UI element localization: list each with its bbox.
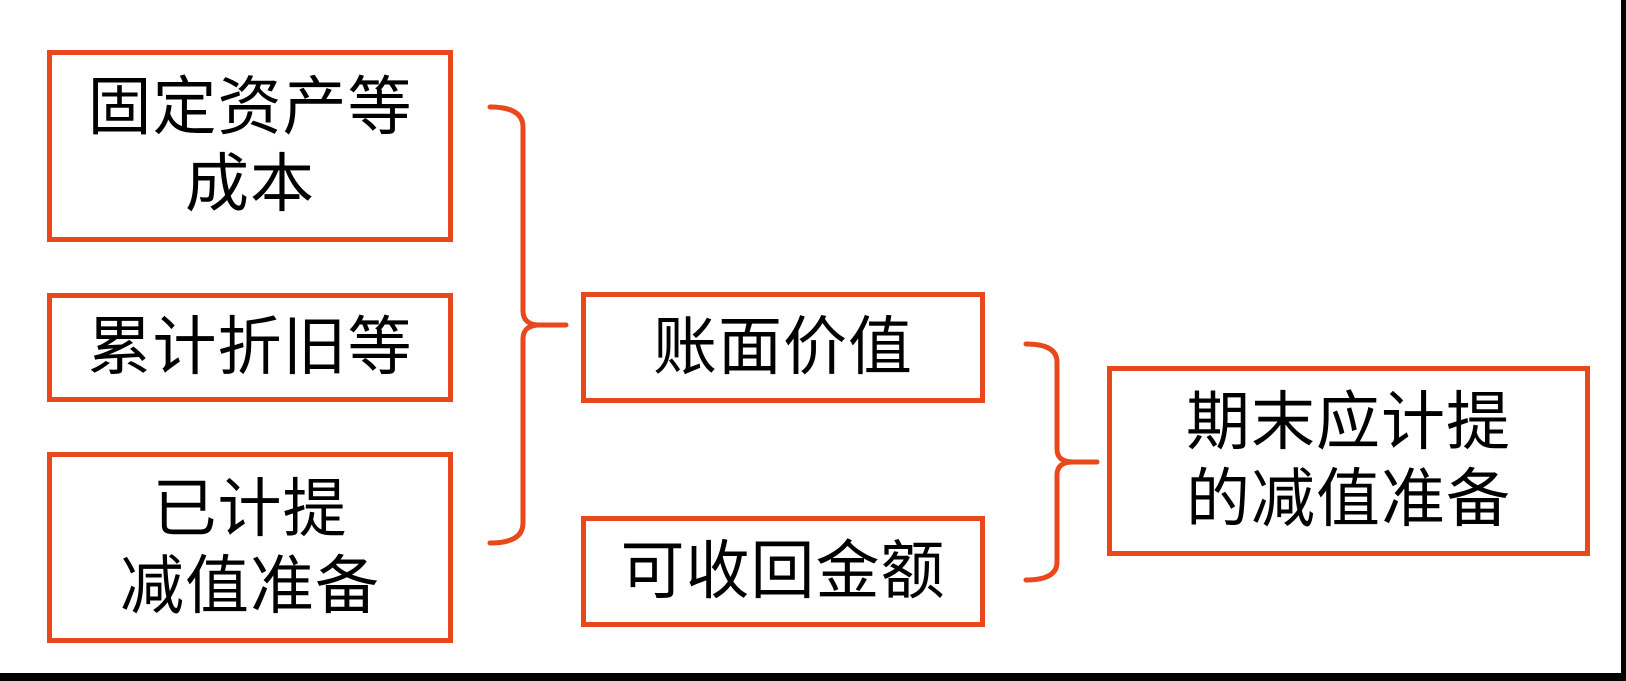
- box-text-line: 成本: [185, 149, 315, 220]
- box-text-line: 账面价值: [653, 312, 913, 383]
- slide-bottom-edge: [0, 673, 1626, 681]
- box-text-line: 的减值准备: [1186, 464, 1511, 535]
- box-recoverable-amount: 可收回金额: [581, 516, 985, 627]
- box-book-value: 账面价值: [581, 292, 985, 403]
- box-text-line: 减值准备: [120, 550, 380, 622]
- box-text-line: 累计折旧等: [87, 312, 413, 383]
- slide-right-edge: [1621, 0, 1626, 681]
- box-text-line: 已计提: [152, 473, 348, 545]
- box-text-line: 可收回金额: [620, 536, 946, 607]
- right-brace: [1023, 341, 1074, 583]
- box-text-line: 固定资产等: [87, 72, 413, 143]
- left-brace: [487, 104, 541, 546]
- box-period-end-impairment: 期末应计提 的减值准备: [1107, 366, 1590, 556]
- box-fixed-asset-cost: 固定资产等 成本: [47, 50, 453, 242]
- box-accumulated-depreciation: 累计折旧等: [47, 293, 453, 402]
- box-text-line: 期末应计提: [1186, 387, 1511, 458]
- box-impairment-provided: 已计提 减值准备: [47, 452, 453, 643]
